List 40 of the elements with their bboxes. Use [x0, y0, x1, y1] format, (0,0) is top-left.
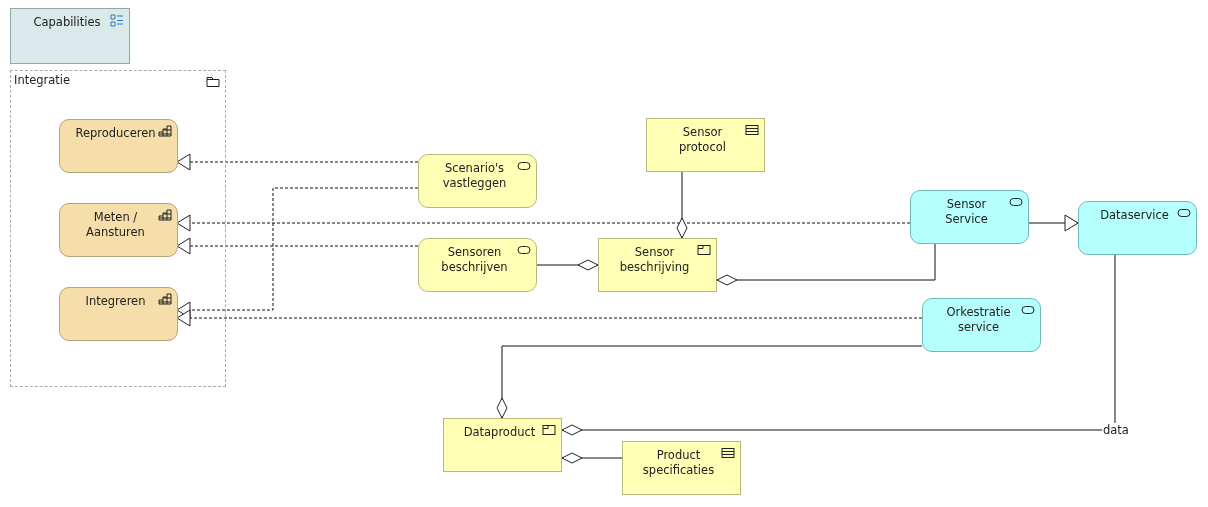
node-label: Product specificaties: [641, 448, 716, 478]
viewpoint-box: [10, 8, 130, 64]
node-label: Sensor protocol: [678, 125, 727, 155]
connector: [1028, 214, 1079, 232]
connector: [496, 345, 923, 419]
node-label: Dataproduct: [462, 425, 537, 440]
connector: [561, 452, 623, 464]
service-box: [1078, 201, 1197, 255]
node-label: Sensor beschrijving: [618, 245, 691, 275]
object-box: [443, 418, 562, 472]
representation-box: [646, 118, 765, 172]
service-box: [418, 154, 537, 208]
node-label: Dataservice: [1099, 208, 1170, 223]
dashed-arrow: [176, 309, 923, 327]
service-box: [910, 190, 1029, 244]
node-label: Capabilities: [32, 15, 102, 30]
dashed-arrow: [176, 237, 419, 255]
capability-box: [59, 119, 178, 173]
service-box: [922, 298, 1041, 352]
node-label: Reproduceren: [74, 126, 157, 141]
service-box: [418, 238, 537, 292]
connector: [676, 171, 688, 239]
node-label: Sensoren beschrijven: [440, 245, 509, 275]
connector: [536, 259, 599, 271]
representation-box: [622, 441, 741, 495]
group-title: Integratie: [14, 73, 71, 87]
group-frame: [10, 70, 226, 387]
capability-box: [59, 287, 178, 341]
node-label: Orkestratie service: [945, 305, 1012, 335]
connector: [561, 254, 1116, 436]
dashed-arrow: [176, 214, 911, 232]
node-label: Integreren: [84, 294, 147, 309]
dashed-arrow: [176, 153, 419, 171]
object-box: [598, 238, 717, 292]
edge-label: data: [1102, 423, 1130, 437]
connector: [716, 243, 936, 286]
node-label: Meten / Aansturen: [85, 210, 146, 240]
capability-box: [59, 203, 178, 257]
node-label: Sensor Service: [944, 197, 989, 227]
node-label: Scenario's vastleggen: [441, 161, 508, 191]
